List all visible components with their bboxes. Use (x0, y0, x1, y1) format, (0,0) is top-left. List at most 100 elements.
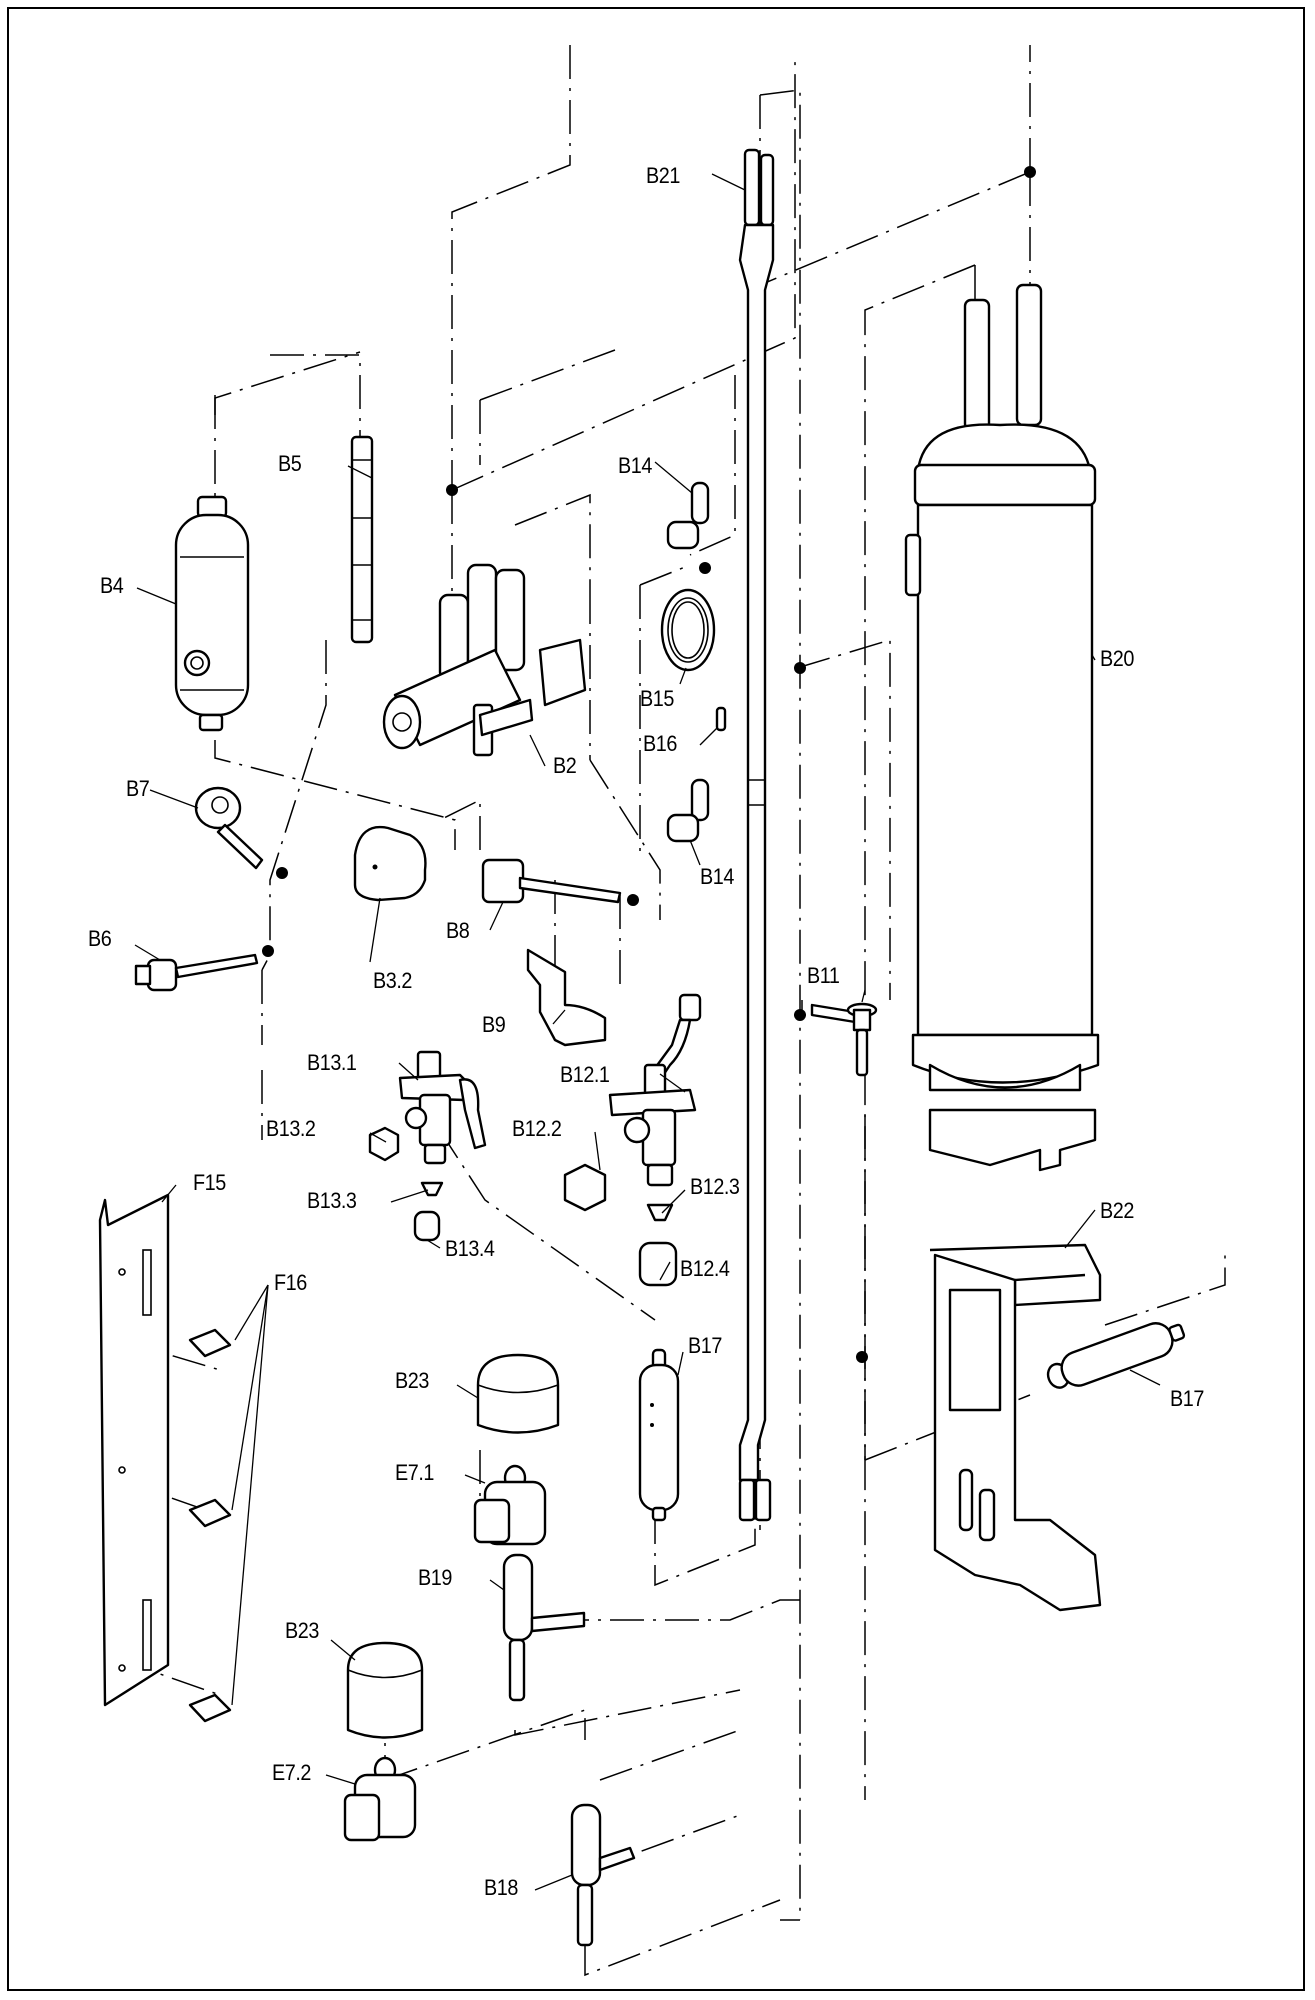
label-b14-top: B14 (618, 453, 652, 478)
clamp-b14-bottom (666, 778, 710, 843)
chain-line (555, 1599, 800, 1621)
label-b12-4: B12.4 (680, 1256, 730, 1281)
label-b14-bottom: B14 (700, 864, 734, 889)
label-b8: B8 (446, 918, 470, 943)
chain-line (270, 354, 361, 440)
label-b12-2: B12.2 (512, 1116, 562, 1141)
chain-line (654, 1510, 756, 1587)
coil-cap-b23-top (476, 1353, 560, 1434)
label-b12-3: B12.3 (690, 1174, 740, 1199)
chain-line (439, 798, 481, 850)
label-b16: B16 (643, 731, 677, 756)
chain-line (451, 60, 796, 491)
chain-line (1104, 1255, 1226, 1326)
label-b19: B19 (418, 1565, 452, 1590)
chain-line (514, 493, 591, 590)
chain-line (214, 351, 361, 415)
label-b18: B18 (484, 1875, 518, 1900)
label-b22: B22 (1100, 1198, 1134, 1223)
junction-dot (446, 484, 458, 496)
label-b23-top: B23 (395, 1368, 429, 1393)
label-b20: B20 (1100, 646, 1134, 671)
chain-line (384, 1708, 586, 1781)
bracket-b9 (526, 948, 607, 1047)
part-b7 (194, 786, 264, 870)
junction-dot (794, 662, 806, 674)
clips-f16 (188, 1328, 232, 1723)
label-e7-2: E7.2 (272, 1760, 311, 1785)
junction-dots (262, 166, 1036, 1363)
solenoid-valve-b19 (502, 1553, 586, 1702)
part-b6 (134, 953, 259, 992)
chain-line (599, 1729, 741, 1781)
chain-line (214, 740, 456, 850)
label-b23-bottom: B23 (285, 1618, 319, 1643)
label-b2: B2 (553, 753, 577, 778)
leader-lines (134, 173, 1161, 1891)
chain-line (796, 638, 891, 1000)
junction-dot (627, 894, 639, 906)
chain-line (514, 1689, 741, 1736)
filter-drier-b17-right (1046, 1322, 1186, 1389)
pipe-b5 (350, 435, 374, 644)
label-b15: B15 (640, 686, 674, 711)
label-b9: B9 (482, 1012, 506, 1037)
label-b7: B7 (126, 776, 150, 801)
cap-b13-2 (368, 1126, 400, 1162)
label-b17-left: B17 (688, 1333, 722, 1358)
valve-b11 (810, 1002, 878, 1077)
chain-line (759, 171, 1031, 286)
filter-drier-b17-left (638, 1348, 680, 1522)
solenoid-coil-e7-2 (343, 1756, 417, 1842)
label-b13-3: B13.3 (307, 1188, 357, 1213)
pin-b16 (715, 706, 727, 732)
label-b6: B6 (88, 926, 112, 951)
coil-cap-b23-bottom (346, 1641, 424, 1739)
four-way-valve-b2 (382, 563, 587, 757)
label-b11: B11 (807, 963, 840, 988)
junction-dot (1024, 166, 1036, 178)
chain-line (639, 564, 691, 586)
drawing-border (7, 7, 1305, 1991)
cap-b12-2 (563, 1163, 607, 1212)
junction-dot (262, 945, 274, 957)
label-b17-right: B17 (1170, 1386, 1204, 1411)
junction-dot (856, 1351, 868, 1363)
part-b8 (481, 858, 622, 904)
bracket-b22 (929, 1243, 1102, 1612)
chain-line (479, 349, 616, 401)
label-b21: B21 (646, 163, 680, 188)
solenoid-coil-e7-1 (473, 1464, 547, 1546)
panel-f15 (98, 1193, 170, 1707)
junction-dot (276, 867, 288, 879)
seal-b13-3 (420, 1181, 444, 1197)
label-f16: F16 (274, 1270, 307, 1295)
clamp-b14-top (666, 481, 710, 550)
coil-b3-2 (353, 825, 427, 902)
chain-line (589, 759, 661, 920)
label-b13-4: B13.4 (445, 1236, 495, 1261)
pipe-assembly-b21 (738, 148, 775, 1522)
heater-coil-b15 (660, 588, 716, 672)
label-b13-1: B13.1 (307, 1050, 357, 1075)
chain-line (759, 89, 801, 1920)
receiver-tank-b20 (904, 283, 1100, 1172)
label-f15: F15 (193, 1170, 226, 1195)
junction-dot (794, 1009, 806, 1021)
label-b13-2: B13.2 (266, 1116, 316, 1141)
label-b12-1: B12.1 (560, 1062, 610, 1087)
nut-b12-4 (638, 1241, 678, 1287)
solenoid-valve-b18 (570, 1803, 636, 1947)
junction-dot (699, 562, 711, 574)
nut-b13-4 (413, 1210, 441, 1242)
label-b3-2: B3.2 (373, 968, 412, 993)
accumulator-b4 (174, 495, 250, 732)
label-b4: B4 (100, 573, 124, 598)
service-valve-b12-1 (608, 993, 702, 1187)
chain-line (584, 1899, 781, 1977)
chain-line (689, 375, 736, 556)
label-b5: B5 (278, 451, 302, 476)
service-valve-b13-1 (398, 1050, 487, 1165)
chain-line (451, 45, 571, 490)
